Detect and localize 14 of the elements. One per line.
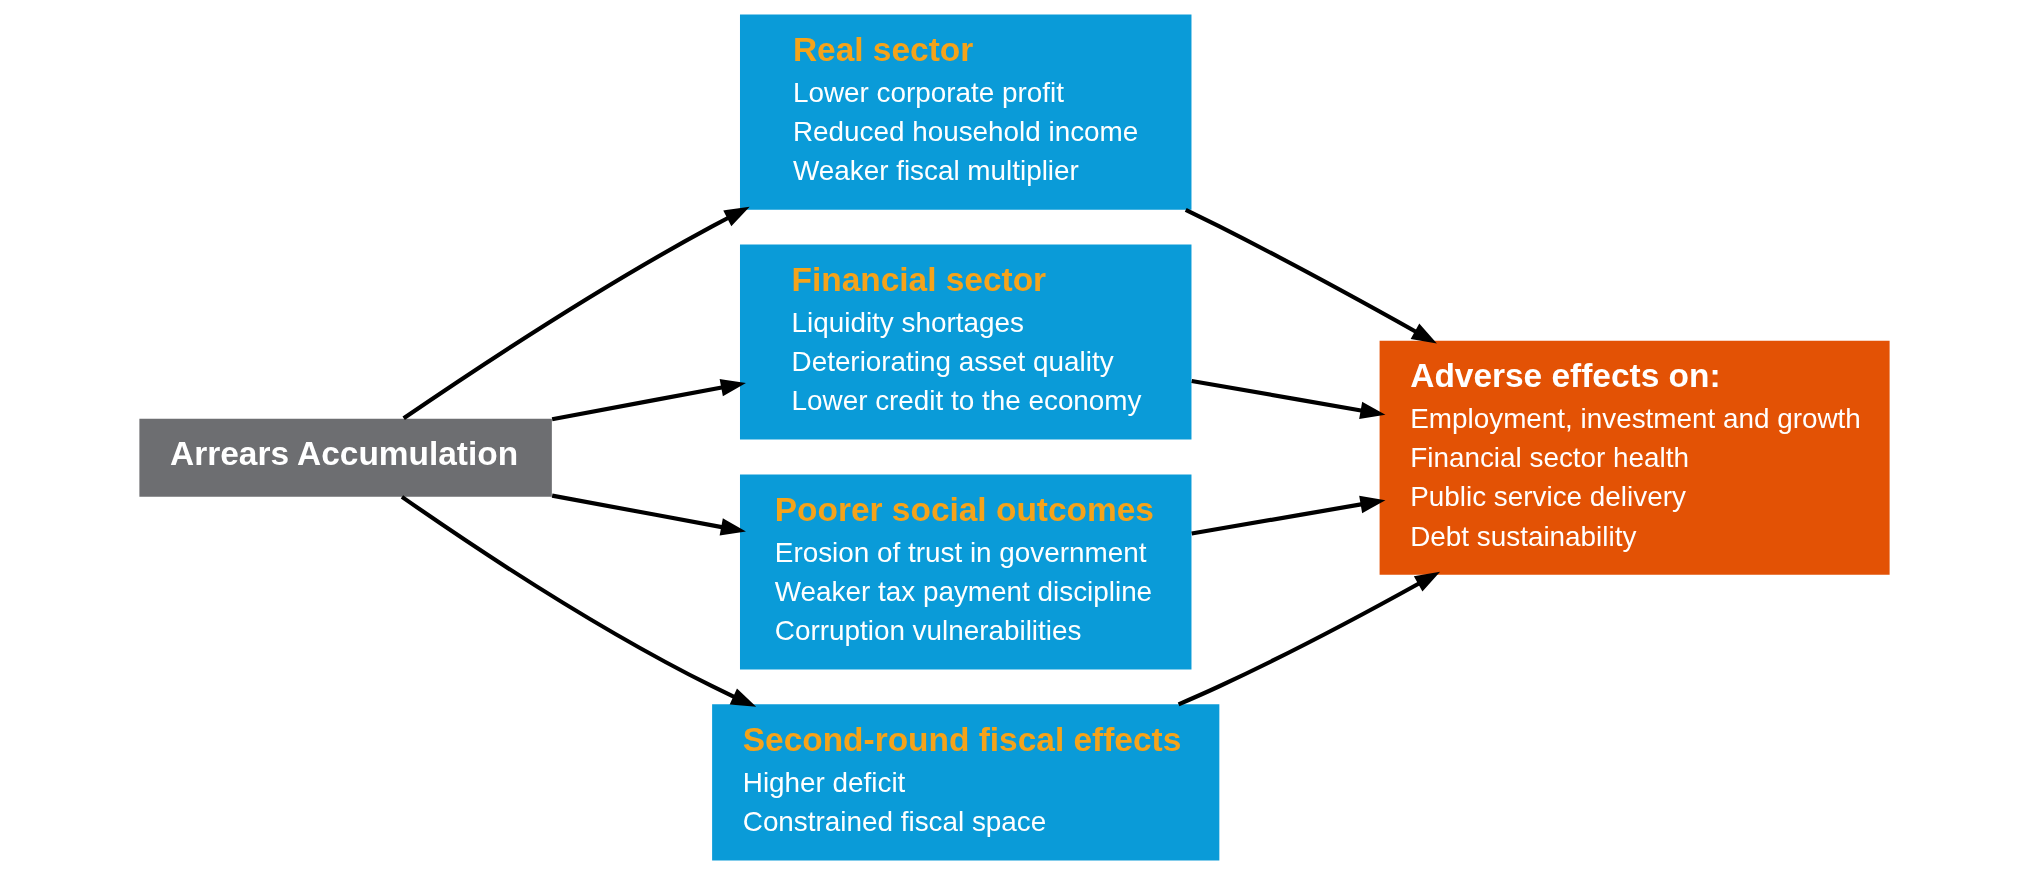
arrow xyxy=(1177,571,1440,706)
arrow xyxy=(400,494,756,707)
node-box: Poorer social outcomes Erosion of trust in government Weaker tax payment discipline Corruption vulnerabilities xyxy=(739,473,1191,669)
node-box: Second-round fiscal effects Higher deficit Constrained fiscal space xyxy=(711,703,1219,860)
node-box: Real sector Lower corporate profit Reduced household income Weaker fiscal multiplier xyxy=(739,14,1191,210)
node-box: Financial sector Liquidity shortages Deteriorating asset quality Lower credit to the economy xyxy=(739,244,1191,440)
arrow xyxy=(402,206,750,420)
arrow xyxy=(551,378,746,421)
arrow xyxy=(1184,207,1437,343)
arrow xyxy=(551,493,746,536)
node-box: Arrears Accumulation xyxy=(138,418,552,497)
node-box: Adverse effects on: Employment, investment and growth Financial sector health Public service delivery Debt sustainability xyxy=(1379,340,1890,575)
arrow xyxy=(1190,495,1385,535)
arrow xyxy=(1190,378,1385,419)
